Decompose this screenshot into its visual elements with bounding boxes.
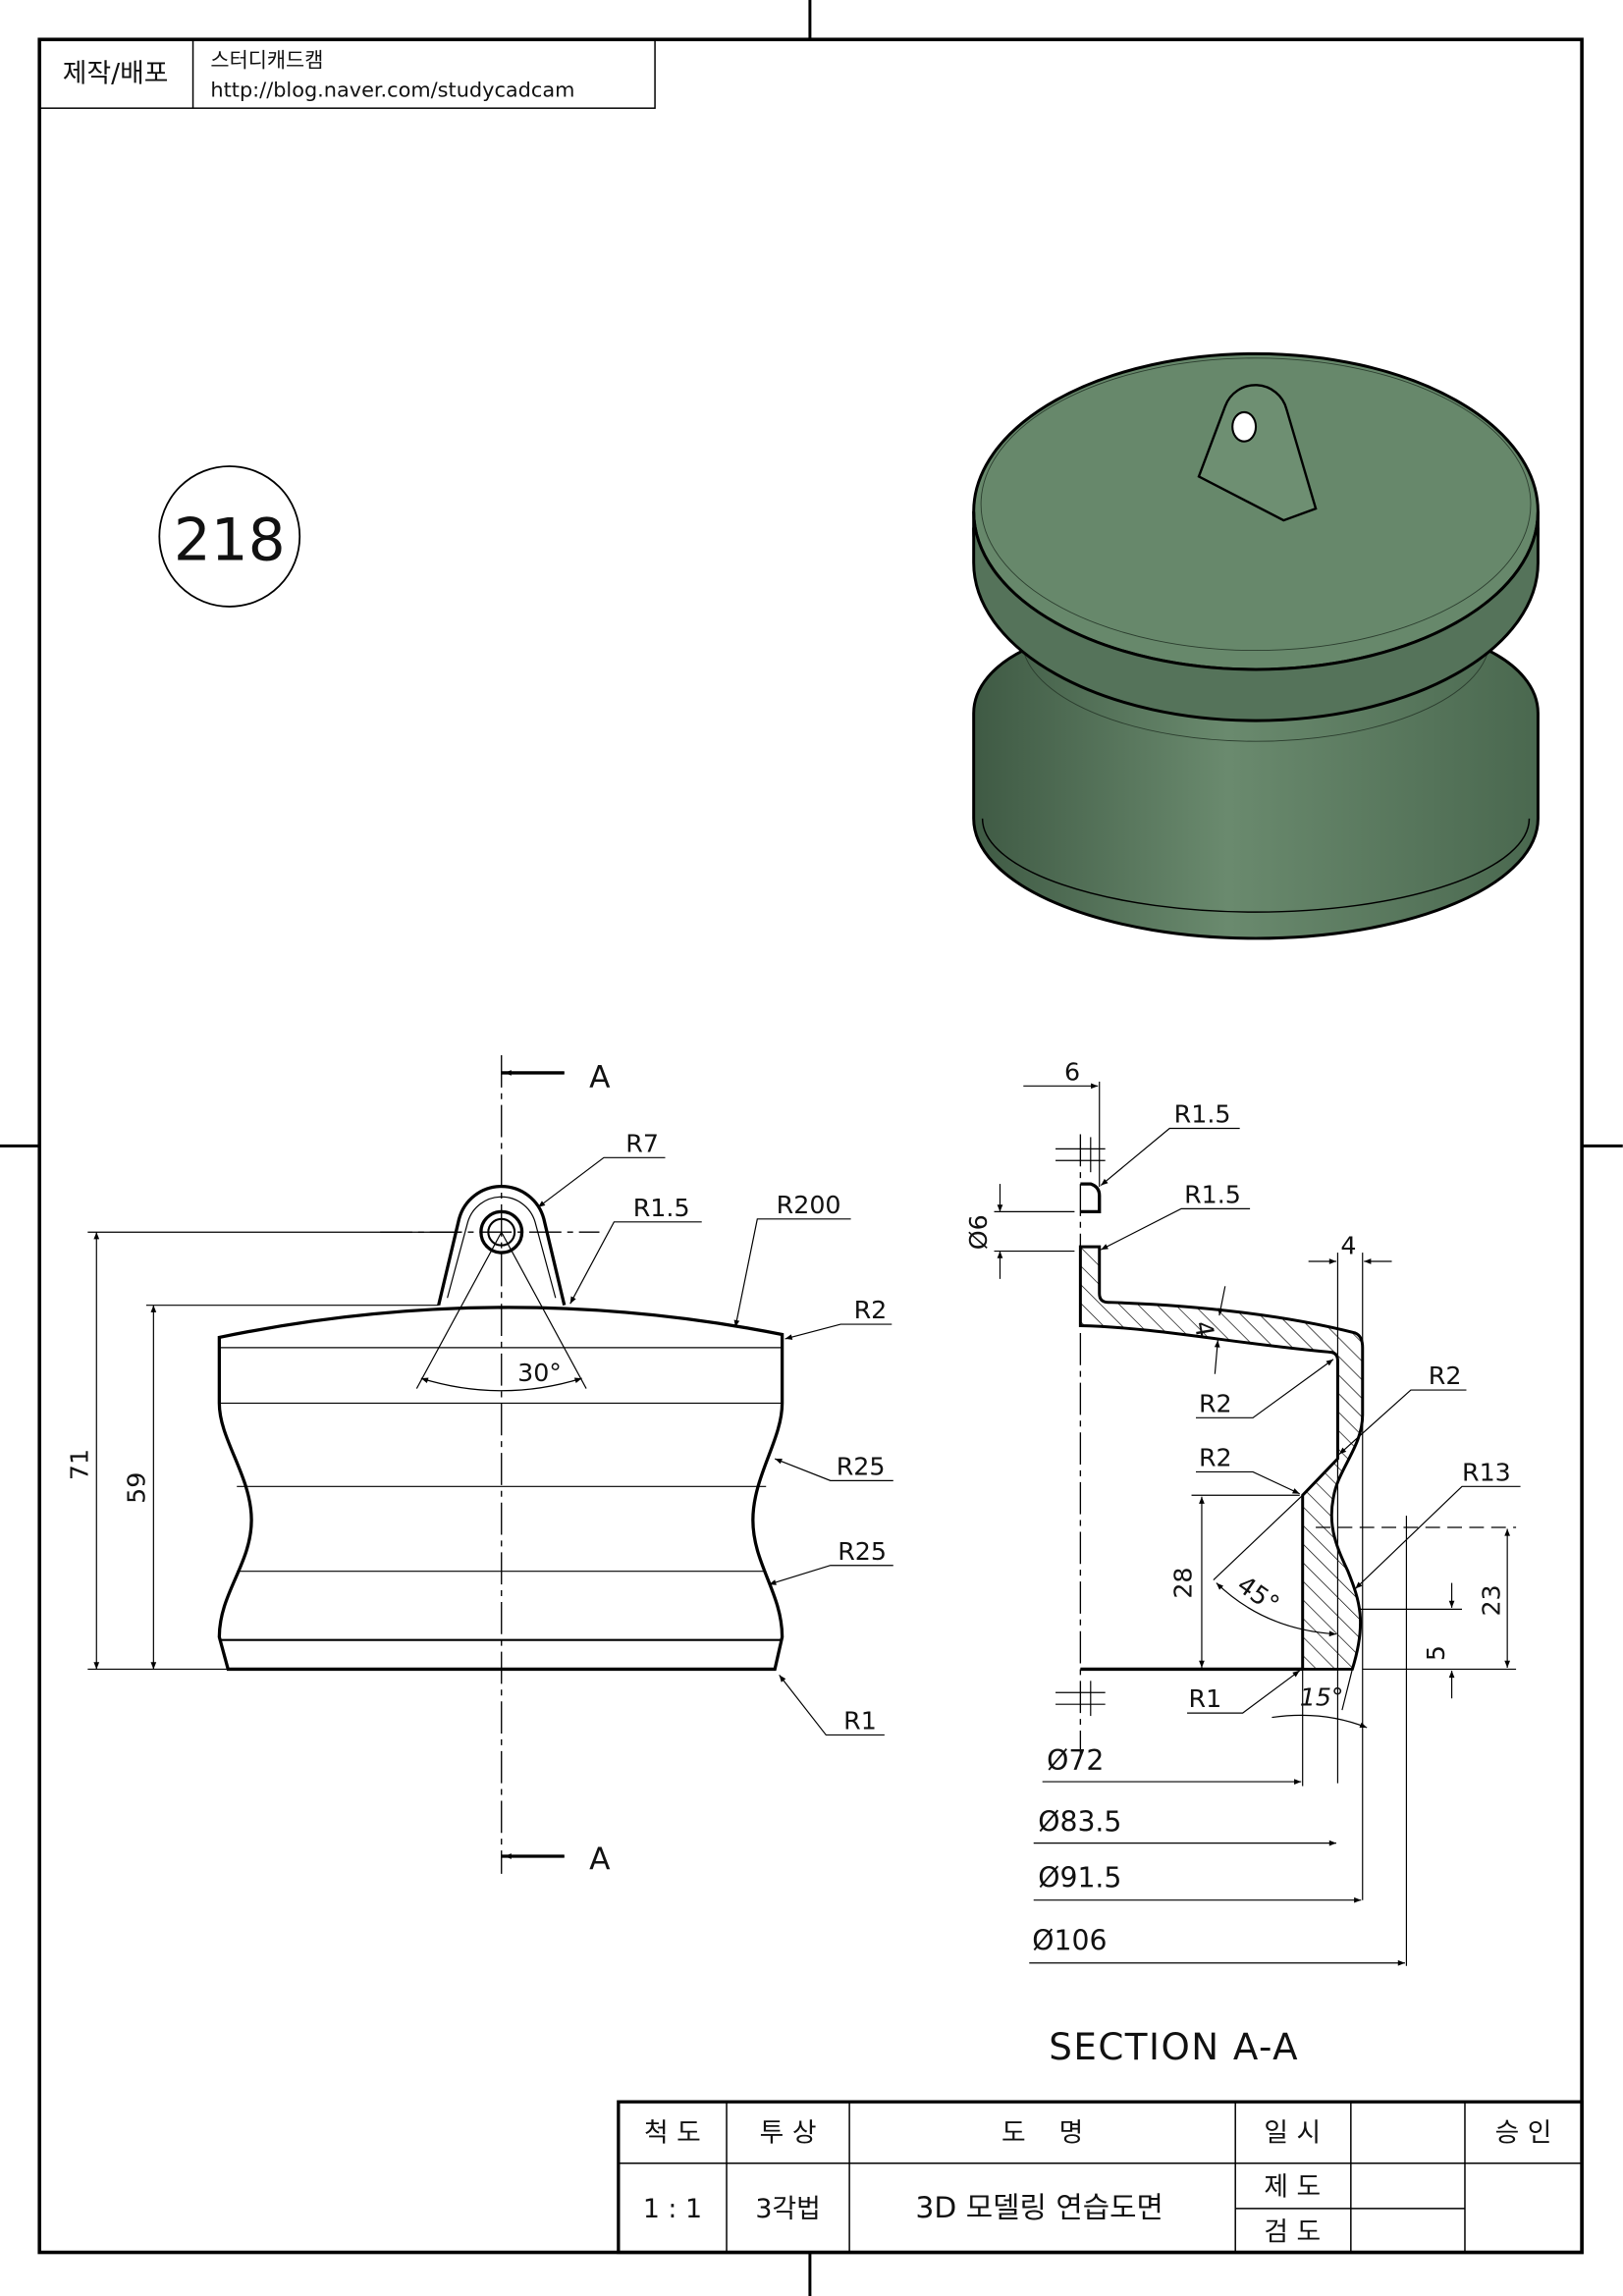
lug-thickness-dim: 6	[1064, 1057, 1080, 1086]
scale-value: 1 : 1	[643, 2194, 702, 2224]
lug-angle-dim: 30°	[517, 1359, 562, 1387]
chamfer-angle-dim: 45°	[1232, 1571, 1284, 1619]
waist-upper-radius-dim: R25	[837, 1452, 886, 1480]
checked-by-label: 검 도	[1264, 2217, 1321, 2248]
scale-label: 척 도	[644, 2117, 701, 2148]
header-url: http://blog.naver.com/studycadcam	[210, 78, 574, 101]
approval-label: 승 인	[1495, 2117, 1552, 2148]
lug-radius-dim: R7	[625, 1129, 659, 1157]
step-fillet-radius-dim: R2	[1199, 1443, 1232, 1471]
drawing-name-value: 3D 모델링 연습도면	[915, 2191, 1163, 2225]
title-block: 척 도 투 상 도 명 일 시 승 인 1 : 1 3각법 3D 모델링 연습도…	[617, 2100, 1584, 2255]
hole-diameter-dim: Ø6	[964, 1214, 993, 1250]
drawing-number: 218	[174, 507, 286, 574]
header-label: 제작/배포	[63, 58, 169, 88]
waist-lower-radius-dim: R25	[838, 1537, 887, 1566]
wall-diameter-dim: Ø83.5	[1038, 1806, 1121, 1839]
header-author: 스터디캐드캠	[210, 48, 323, 72]
draft-angle-dim: 15°	[1300, 1683, 1344, 1712]
inner-diameter-dim: Ø72	[1047, 1744, 1104, 1777]
projection-value: 3각법	[755, 2194, 820, 2224]
outer-corner-radius-dim: R2	[1429, 1362, 1462, 1390]
section-view: 6 Ø6 R1.5 R1.5 4 4 R2 R2 R2 R13	[964, 1057, 1521, 2068]
projection-label: 투 상	[760, 2117, 817, 2148]
lug-fillet-dim: R1.5	[633, 1194, 690, 1222]
inner-corner-radius-dim: R2	[1199, 1389, 1232, 1417]
front-view: A A 30° 71 59 R7 R1.5 R200 R2	[65, 1055, 893, 1877]
plate-thickness-dim: 4	[1189, 1319, 1219, 1340]
bottom-lip-dim: 5	[1422, 1645, 1450, 1661]
isometric-model-view	[972, 351, 1540, 940]
groove-radius-dim: R13	[1462, 1458, 1511, 1486]
max-diameter-dim: Ø106	[1032, 1924, 1107, 1956]
section-letter-top: A	[589, 1060, 611, 1095]
top-radius-dim: R200	[777, 1191, 841, 1219]
overall-height-dim: 71	[65, 1449, 93, 1480]
body-height-dim: 59	[122, 1472, 150, 1504]
outer-diameter-dim: Ø91.5	[1038, 1861, 1121, 1894]
section-letter-bottom: A	[589, 1842, 611, 1877]
lug-fillet-top-dim: R1.5	[1174, 1100, 1231, 1129]
header-box: 제작/배포 스터디캐드캠 http://blog.naver.com/study…	[38, 38, 656, 109]
base-fillet-radius-dim: R1	[1189, 1684, 1222, 1713]
drawn-by-label: 제 도	[1264, 2171, 1321, 2202]
drawing-name-label: 도 명	[1001, 2117, 1083, 2148]
drawing-number-badge: 218	[158, 465, 301, 608]
date-label: 일 시	[1264, 2117, 1321, 2148]
bottom-radius-dim: R1	[843, 1706, 877, 1735]
wall-thickness-dim: 4	[1340, 1232, 1356, 1260]
top-edge-radius-dim: R2	[854, 1296, 888, 1324]
groove-center-height-dim: 23	[1478, 1584, 1506, 1616]
lug-fillet-bottom-dim: R1.5	[1184, 1180, 1241, 1208]
inner-height-dim: 28	[1169, 1567, 1198, 1598]
section-title: SECTION A-A	[1049, 2025, 1299, 2068]
